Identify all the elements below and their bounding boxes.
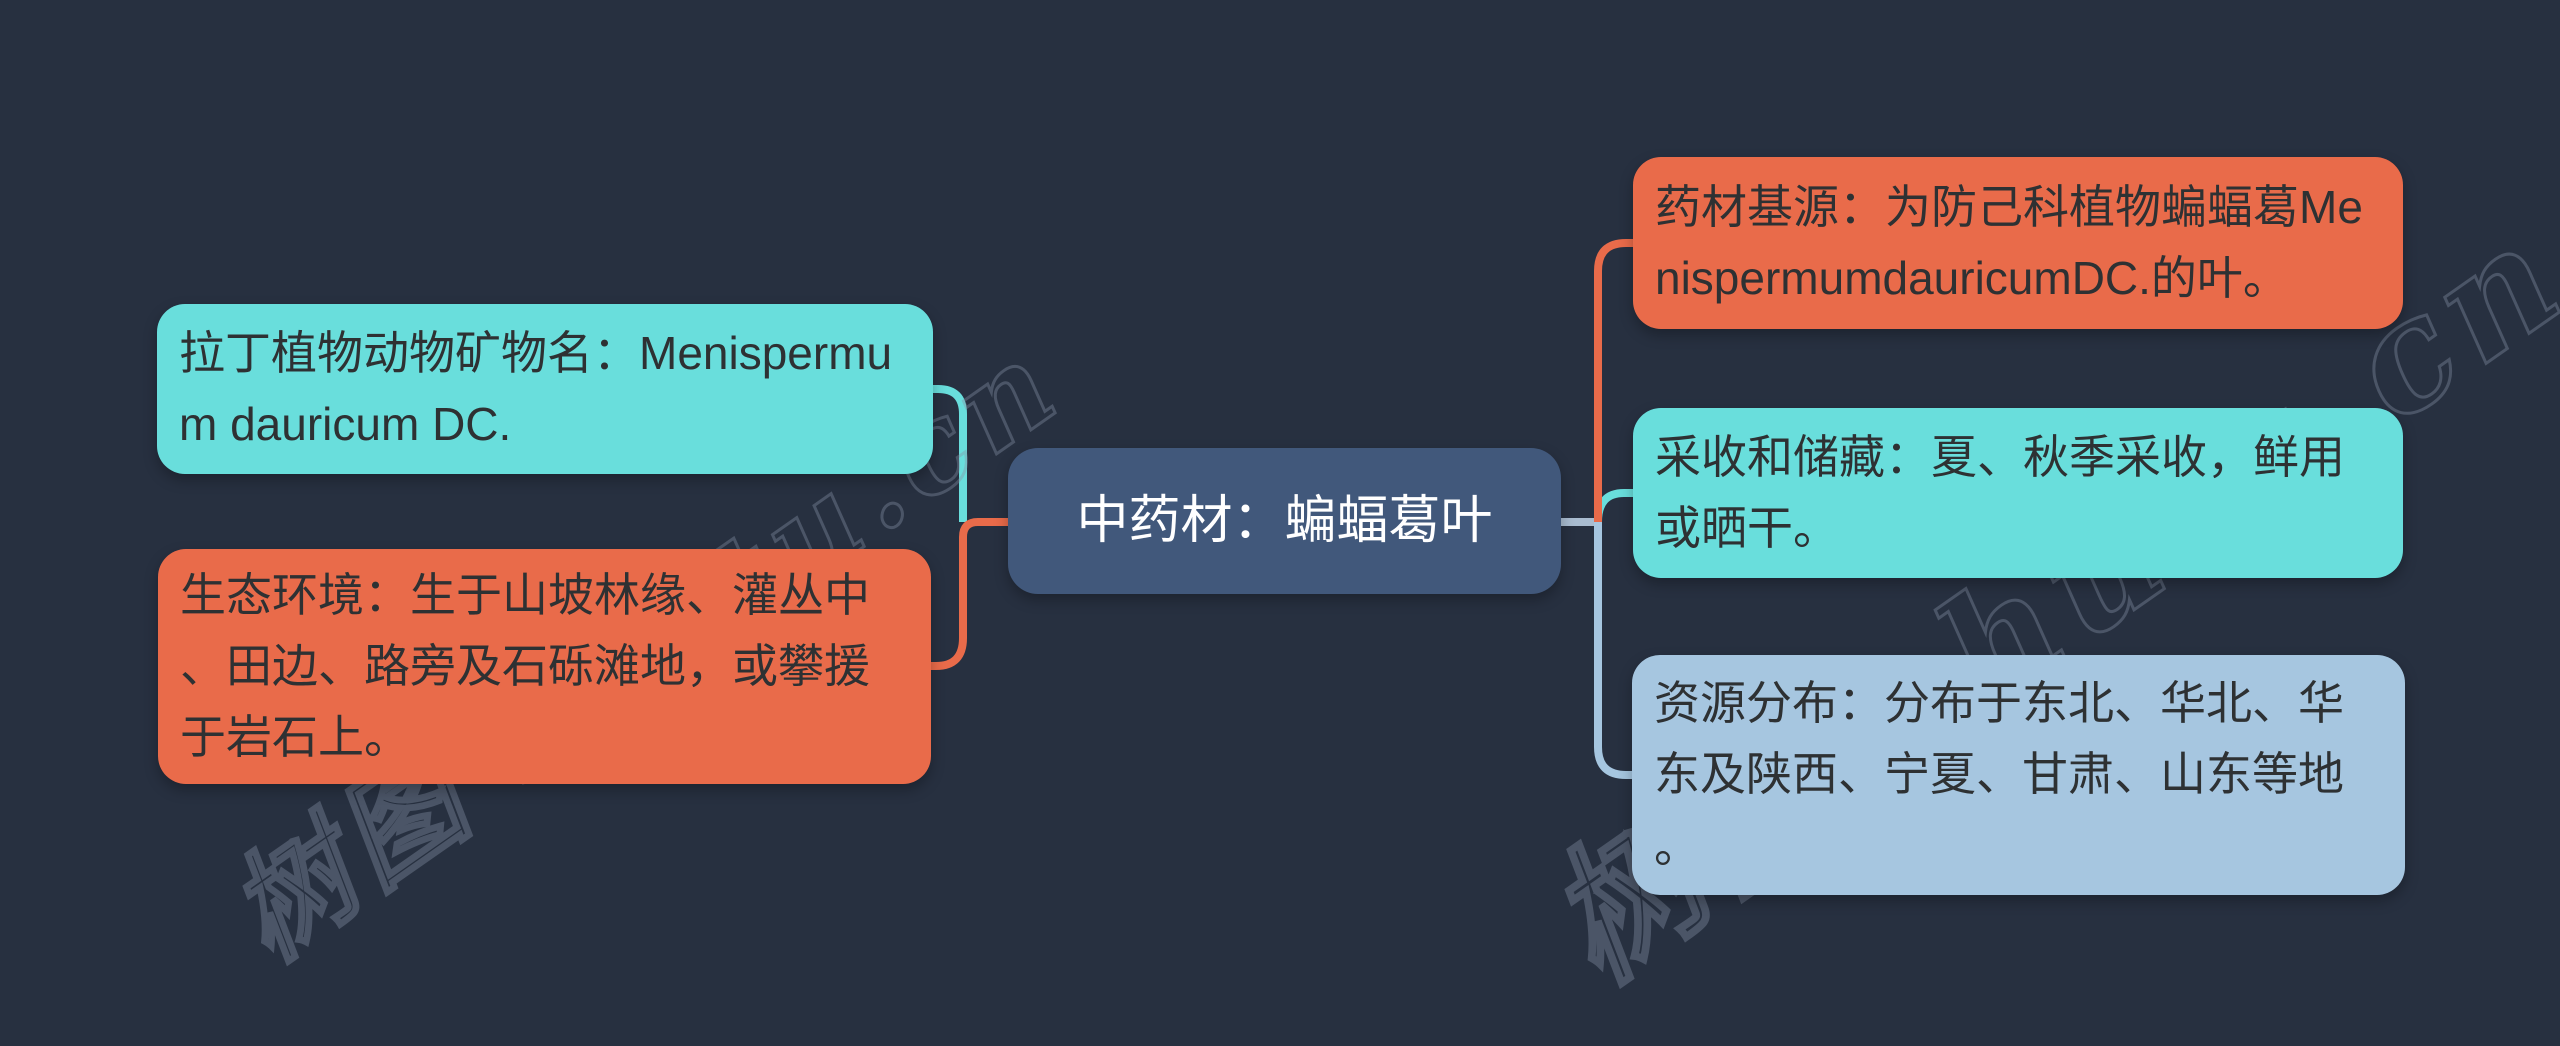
connector-right-distribution [1594,522,1636,779]
node-harvest-text: 采收和储藏：夏、秋季采收，鲜用或晒干。 [1655,430,2345,554]
node-latin-name[interactable]: 拉丁植物动物矿物名：Menispermum dauricum DC. [157,304,933,474]
connector-left-latin [928,385,967,522]
node-source-text: 药材基源：为防己科植物蝙蝠葛MenispermumdauricumDC.的叶。 [1655,180,2363,304]
node-ecology-text: 生态环境：生于山坡林缘、灌丛中、田边、路旁及石砾滩地，或攀援于岩石上。 [180,568,870,764]
node-source[interactable]: 药材基源：为防己科植物蝙蝠葛MenispermumdauricumDC.的叶。 [1633,157,2403,329]
node-latin-name-text: 拉丁植物动物矿物名：Menispermum dauricum DC. [179,326,893,450]
node-center-topic[interactable]: 中药材：蝙蝠葛叶 [1008,448,1561,594]
node-center-topic-text: 中药材：蝙蝠葛叶 [1076,491,1493,550]
connector-right-harvest [1594,489,1636,523]
node-distribution[interactable]: 资源分布：分布于东北、华北、华东及陕西、宁夏、甘肃、山东等地。 [1632,655,2405,895]
node-harvest[interactable]: 采收和储藏：夏、秋季采收，鲜用或晒干。 [1633,408,2403,578]
node-distribution-text: 资源分布：分布于东北、华北、华东及陕西、宁夏、甘肃、山东等地。 [1654,677,2344,872]
connector-left-ecology [927,518,1012,670]
node-ecology[interactable]: 生态环境：生于山坡林缘、灌丛中、田边、路旁及石砾滩地，或攀援于岩石上。 [158,549,931,784]
connector-right-source [1594,239,1636,522]
